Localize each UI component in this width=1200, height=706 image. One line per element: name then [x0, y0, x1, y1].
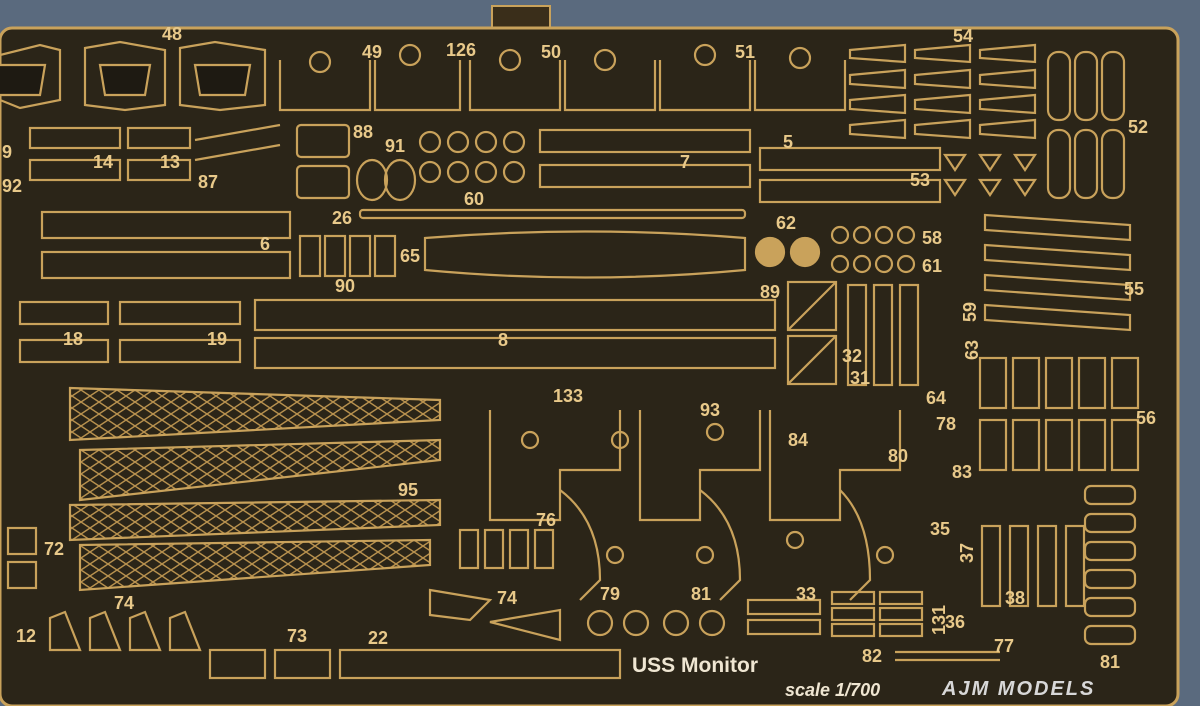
part-label: 60	[464, 189, 484, 209]
part-label: 51	[735, 42, 755, 62]
part-label: 49	[362, 42, 382, 62]
part-label: 73	[287, 626, 307, 646]
part-label: 74	[114, 593, 134, 613]
part-label: 5	[783, 132, 793, 152]
part-label: 9	[2, 142, 12, 162]
part-label: 61	[922, 256, 942, 276]
part-label: 13	[160, 152, 180, 172]
part-label: 62	[776, 213, 796, 233]
part-label: 65	[400, 246, 420, 266]
part-label: 64	[926, 388, 946, 408]
etched-parts	[0, 40, 1140, 680]
part-label: 79	[600, 584, 620, 604]
part-label: 77	[994, 636, 1014, 656]
part-label: 38	[1005, 588, 1025, 608]
part-label: 88	[353, 122, 373, 142]
part-label: 7	[680, 152, 690, 172]
part-label: 19	[207, 329, 227, 349]
part-label: 92	[2, 176, 22, 196]
part-label: 36	[945, 612, 965, 632]
part-label: 14	[93, 152, 113, 172]
part-label: 48	[162, 24, 182, 44]
part-label: 26	[332, 208, 352, 228]
part-label: 87	[198, 172, 218, 192]
part-label: 82	[862, 646, 882, 666]
part-label: 126	[446, 40, 476, 60]
kit-scale: scale 1/700	[785, 680, 880, 700]
part-label: 133	[553, 386, 583, 406]
part-label: 83	[952, 462, 972, 482]
part-label: 6	[260, 234, 270, 254]
part-label: 81	[691, 584, 711, 604]
part-label: 53	[910, 170, 930, 190]
part-label: 91	[385, 136, 405, 156]
part-label: 35	[930, 519, 950, 539]
part-label: 52	[1128, 117, 1148, 137]
part-number-labels: 48 49 126 50 51 54 52 88 91 14 13 87 5 7…	[2, 24, 1156, 672]
brand-logo: AJM MODELS	[941, 678, 1095, 700]
kit-title: USS Monitor	[632, 654, 758, 677]
part-label: 33	[796, 584, 816, 604]
part-label: 80	[888, 446, 908, 466]
part-label: 54	[953, 26, 973, 46]
part-label: 84	[788, 430, 808, 450]
part-label: 89	[760, 282, 780, 302]
part-label: 72	[44, 539, 64, 559]
part-label: 93	[700, 400, 720, 420]
part-label: 8	[498, 330, 508, 350]
part-label: 55	[1124, 279, 1144, 299]
part-label: 31	[850, 368, 870, 388]
part-label: 74	[497, 588, 517, 608]
part-label: 131	[929, 605, 949, 635]
part-label: 32	[842, 346, 862, 366]
part-label: 95	[398, 480, 418, 500]
part-label: 81	[1100, 652, 1120, 672]
part-label: 90	[335, 276, 355, 296]
part-label: 56	[1136, 408, 1156, 428]
part-label: 63	[962, 340, 982, 360]
part-label: 37	[957, 543, 977, 563]
part-label: 50	[541, 42, 561, 62]
part-label: 78	[936, 414, 956, 434]
part-label: 58	[922, 228, 942, 248]
part-label: 59	[960, 302, 980, 322]
part-label: 12	[16, 626, 36, 646]
part-label: 76	[536, 510, 556, 530]
part-label: 22	[368, 628, 388, 648]
part-label: 18	[63, 329, 83, 349]
